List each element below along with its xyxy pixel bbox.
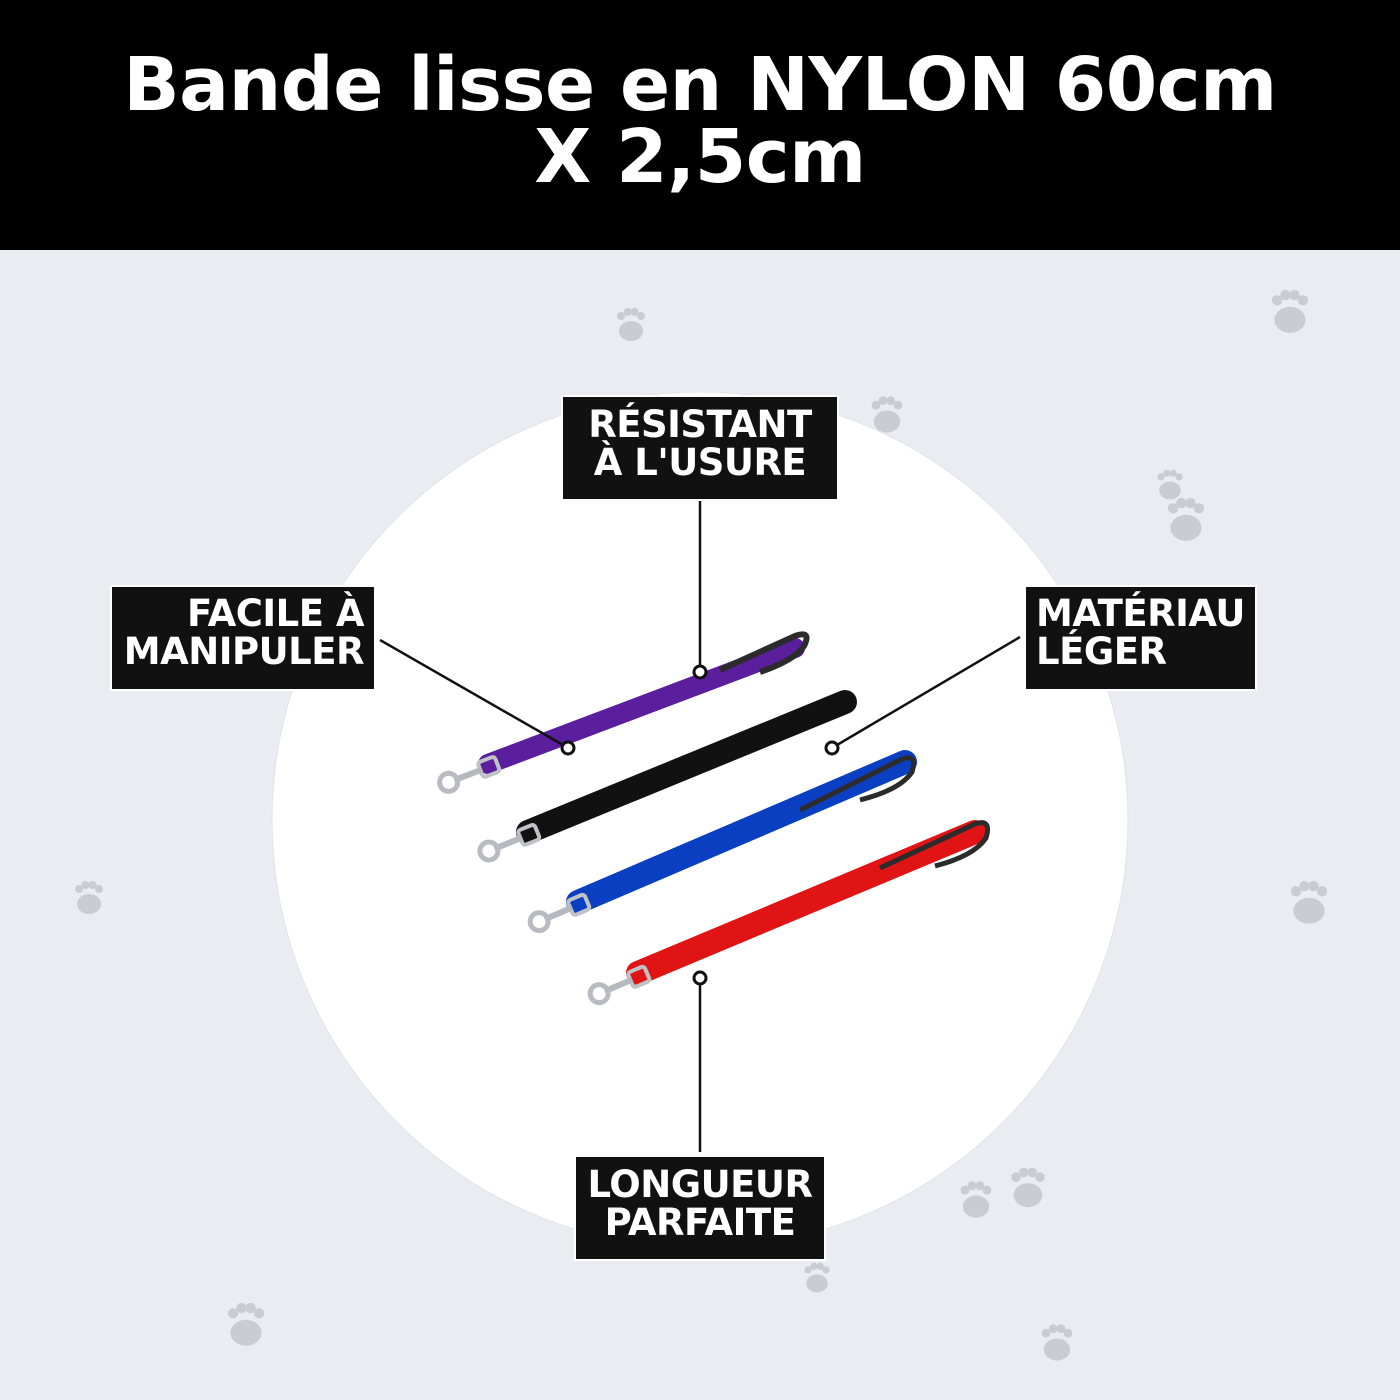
paw-icon [617, 308, 645, 341]
paw-icon [804, 1262, 830, 1293]
callout-perfect-length: LONGUEUR PARFAITE [574, 1155, 826, 1261]
callout-line-right [836, 635, 1021, 747]
paw-icon [1157, 469, 1183, 500]
callout-dot [692, 664, 708, 680]
paw-icon [227, 1302, 265, 1346]
callout-lightweight: MATÉRIAU LÉGER [1024, 585, 1257, 691]
callout-easy-handling: FACILE À MANIPULER [110, 585, 376, 691]
paw-icon [75, 881, 103, 914]
page-title: Bande lisse en NYLON 60cm X 2,5cm [123, 42, 1277, 200]
paw-icon [1271, 289, 1309, 333]
leash-purple [437, 631, 810, 794]
paw-icon [1167, 497, 1205, 541]
paw-icon [1041, 1324, 1073, 1361]
callout-wear-resistant: RÉSISTANT À L'USURE [561, 395, 839, 501]
leash-blue [527, 750, 917, 934]
callout-dot [824, 740, 840, 756]
paw-icon [1011, 1167, 1045, 1208]
header-banner: Bande lisse en NYLON 60cm X 2,5cm [0, 0, 1400, 250]
callout-dot [560, 740, 576, 756]
leash-red [587, 820, 991, 1006]
callout-dot [692, 970, 708, 986]
paw-icon [871, 396, 903, 433]
callout-lines [379, 501, 1021, 1152]
leash-black [477, 690, 857, 863]
paw-icon [960, 1181, 992, 1218]
paw-icon [1290, 880, 1328, 924]
callout-line-left [379, 638, 564, 747]
